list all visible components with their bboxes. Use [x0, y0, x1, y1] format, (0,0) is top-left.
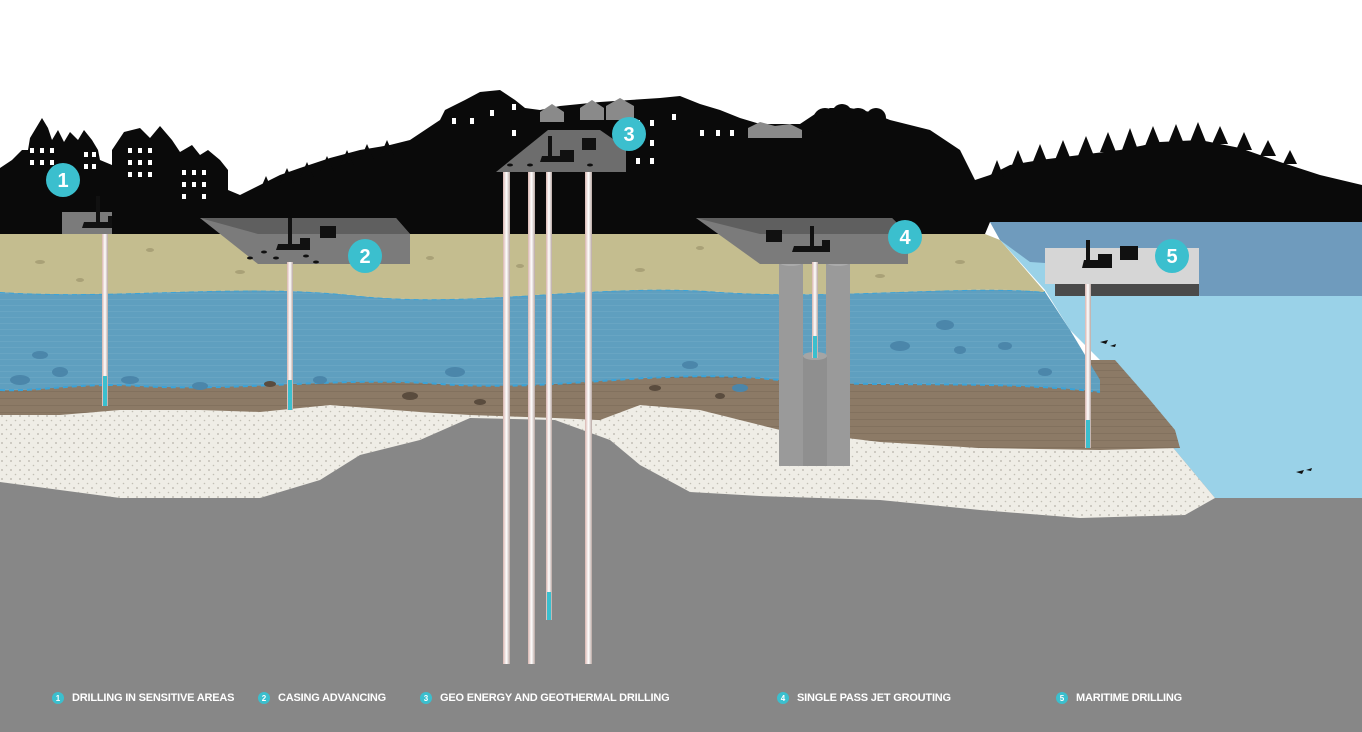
legend-item-2: 2 CASING ADVANCING: [258, 690, 386, 706]
marker-1: 1: [46, 163, 80, 197]
legend-number-3: 3: [420, 692, 432, 704]
legend-number-4: 4: [777, 692, 789, 704]
marker-4: 4: [888, 220, 922, 254]
trees: [260, 104, 1297, 190]
legend-number-2: 2: [258, 692, 270, 704]
legend-label-5: MARITIME DRILLING: [1076, 692, 1182, 704]
svg-text:5: 5: [1166, 246, 1177, 268]
marker-2: 2: [348, 239, 382, 273]
legend-item-1: 1 DRILLING IN SENSITIVE AREAS: [52, 690, 234, 706]
drill-rigs: [82, 136, 1312, 474]
distant-houses: [540, 98, 802, 138]
svg-text:3: 3: [623, 124, 634, 146]
svg-text:2: 2: [359, 246, 370, 268]
skyline-silhouette: [0, 90, 1362, 234]
legend-label-1: DRILLING IN SENSITIVE AREAS: [72, 692, 235, 704]
legend-label-3: GEO ENERGY AND GEOTHERMAL DRILLING: [440, 692, 670, 704]
svg-text:4: 4: [899, 227, 911, 249]
marker-5: 5: [1155, 239, 1189, 273]
legend-item-5: 5 MARITIME DRILLING: [1056, 690, 1182, 706]
water-table-lower: [0, 375, 1101, 393]
legend-item-3: 3 GEO ENERGY AND GEOTHERMAL DRILLING: [420, 690, 670, 706]
legend-item-4: 4 SINGLE PASS JET GROUTING: [777, 690, 951, 706]
boreholes: [102, 172, 1091, 664]
legend-number-1: 1: [52, 692, 64, 704]
marker-3: 3: [612, 117, 646, 151]
legend-label-4: SINGLE PASS JET GROUTING: [797, 692, 951, 704]
legend-label-2: CASING ADVANCING: [278, 692, 387, 704]
legend-number-5: 5: [1056, 692, 1068, 704]
svg-text:1: 1: [57, 170, 68, 192]
boulders: [10, 320, 1052, 392]
